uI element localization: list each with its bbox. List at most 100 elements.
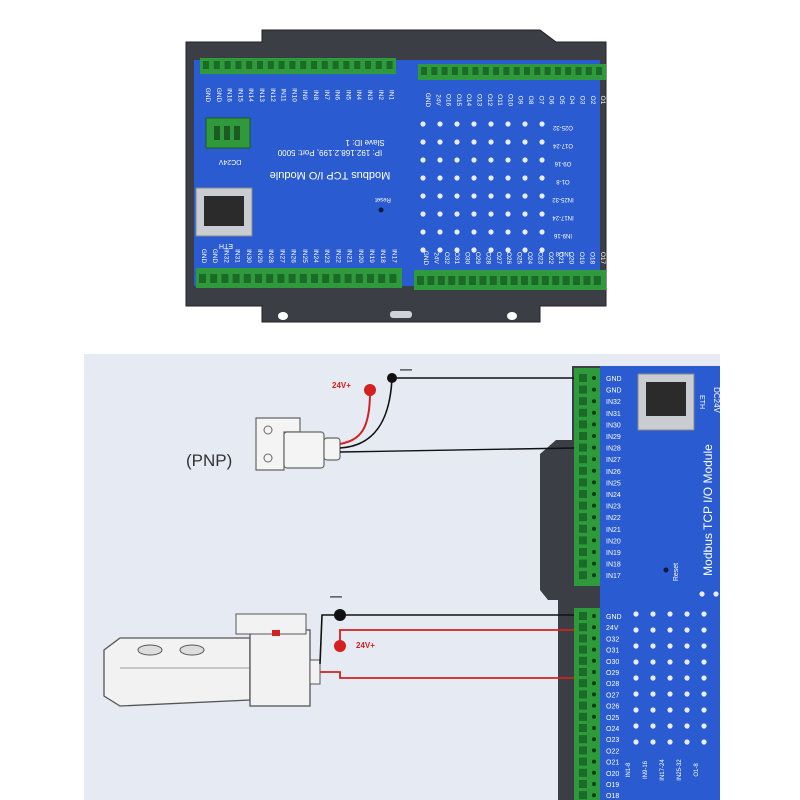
output-terminal-label: GND	[606, 614, 622, 621]
input-terminal-label: IN27	[278, 249, 285, 263]
header-pin	[667, 707, 673, 713]
terminal-screw	[579, 690, 587, 699]
terminal-screw	[579, 443, 587, 452]
output-terminal-label: O19	[578, 252, 585, 265]
terminal-screw	[573, 276, 580, 285]
output-terminal-label: O16	[445, 94, 452, 107]
input-terminal-label: IN17	[606, 573, 621, 580]
terminal-screw	[472, 67, 479, 75]
terminal-hole	[592, 480, 596, 485]
pin-group-label: IN1-8	[626, 762, 632, 777]
header-pin	[522, 247, 528, 253]
terminal-screw	[579, 768, 587, 777]
input-terminal-label: GND	[211, 249, 218, 264]
header-pin	[701, 691, 707, 697]
header-pin	[633, 643, 639, 649]
header-pin	[701, 659, 707, 665]
terminal-hole	[592, 422, 596, 427]
header-pin	[667, 739, 673, 745]
sensor-body	[283, 431, 325, 469]
input-terminal-label: IN30	[606, 422, 621, 429]
output-terminal-label: O18	[606, 793, 619, 800]
header-pin	[505, 139, 511, 145]
input-terminal-label: IN22	[334, 249, 341, 263]
header-pin	[488, 157, 494, 163]
header-pin	[522, 175, 528, 181]
pin-group-label: O17-24	[552, 142, 573, 148]
output-terminal-label: O24	[526, 252, 533, 265]
terminal-screw	[552, 276, 560, 285]
input-terminal-label: IN14	[247, 88, 254, 102]
output-terminal-label: O25	[606, 715, 619, 722]
output-terminal-label: GND	[424, 93, 431, 108]
header-pin	[505, 211, 511, 217]
terminal-hole	[592, 748, 596, 753]
input-terminal-label: IN23	[323, 249, 330, 263]
module-slave-id: Slave ID: 1	[345, 138, 385, 147]
output-terminal-label: O31	[453, 252, 460, 265]
header-pin	[437, 229, 443, 235]
terminal-screw	[344, 274, 352, 283]
terminal-screw	[311, 61, 317, 69]
mount-hole	[507, 312, 517, 320]
header-pin	[650, 707, 656, 713]
terminal-screw	[386, 61, 393, 69]
terminal-screw	[431, 67, 438, 75]
output-terminal-label: O24	[606, 726, 619, 733]
header-pin	[539, 193, 545, 199]
pin-group-label: O9-16	[554, 160, 571, 166]
input-terminal-label: GND	[215, 88, 222, 103]
output-terminal-label: O8	[527, 96, 534, 105]
terminal-hole	[592, 759, 596, 764]
sensor-positive-node	[364, 384, 376, 396]
sensor-signal-wire	[339, 447, 575, 453]
header-pin	[667, 723, 673, 729]
input-terminal-label: IN32	[606, 399, 621, 406]
input-terminal-label: IN27	[606, 457, 621, 464]
output-terminal-label: O32	[606, 636, 619, 643]
terminal-screw	[579, 645, 587, 654]
terminal-hole	[592, 681, 596, 686]
terminal-screw	[579, 536, 587, 545]
header-pin	[454, 229, 460, 235]
terminal-screw	[579, 466, 587, 475]
reset-button[interactable]	[378, 207, 384, 213]
header-pin	[684, 691, 690, 697]
terminal-screw	[579, 746, 587, 755]
valve-port	[179, 644, 205, 656]
output-terminal-label: O28	[606, 681, 619, 688]
terminal-screw	[482, 67, 489, 75]
input-terminal-label: IN21	[606, 527, 621, 534]
header-pin	[539, 211, 545, 217]
terminal-screw	[579, 432, 587, 440]
header-pin	[701, 723, 707, 729]
terminal-screw	[203, 61, 209, 69]
header-pin	[684, 675, 690, 681]
header-pin	[539, 139, 545, 145]
terminal-screw	[210, 274, 218, 283]
header-pin	[667, 611, 673, 617]
reset-button-side[interactable]	[663, 567, 669, 573]
terminal-screw	[579, 612, 587, 620]
output-terminal-label: O13	[476, 94, 483, 107]
terminal-hole	[592, 468, 596, 473]
output-terminal-label: O15	[455, 94, 462, 107]
header-pin	[505, 157, 511, 163]
header-pin	[633, 707, 639, 713]
header-pin	[471, 139, 477, 145]
terminal-screw	[579, 455, 587, 464]
terminal-screw	[521, 276, 528, 285]
pin-group-label: IN9-16	[643, 760, 649, 779]
terminal-screw	[500, 276, 508, 285]
input-terminal-label: IN18	[379, 249, 386, 263]
terminal-screw	[299, 274, 307, 283]
terminal-screw	[585, 67, 592, 75]
header-pin	[454, 193, 460, 199]
terminal-hole	[592, 410, 596, 415]
terminal-hole	[592, 737, 596, 742]
input-terminal-label: IN28	[267, 249, 274, 263]
terminal-screw	[235, 61, 242, 69]
terminal-screw	[367, 274, 374, 283]
pin-group-label: IN25-32	[677, 759, 683, 781]
